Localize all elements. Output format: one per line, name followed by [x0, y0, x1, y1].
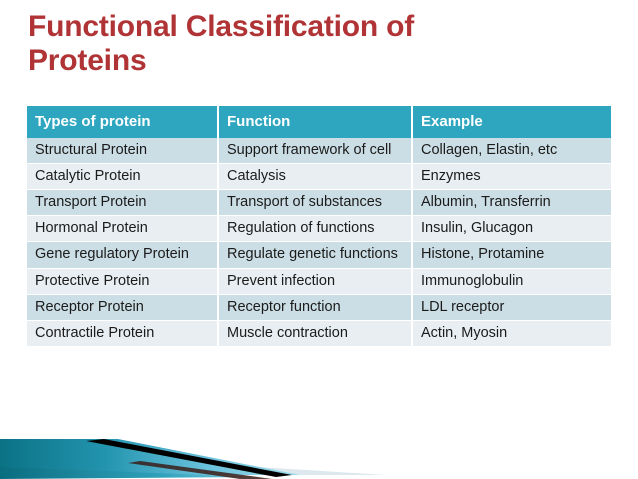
black-stripe-shape: [86, 439, 292, 477]
cell-function: Support framework of cell: [218, 138, 413, 165]
page-title: Functional Classification of Proteins: [28, 10, 415, 77]
cell-function: Regulate genetic functions: [218, 241, 413, 269]
table-header-row: Types of protein Function Example: [27, 106, 611, 138]
teal-wedge-shape: [0, 439, 300, 475]
cell-function: Catalysis: [218, 163, 413, 191]
cell-example: Insulin, Glucagon: [412, 215, 611, 243]
cell-type: Hormonal Protein: [27, 215, 219, 243]
cell-function: Prevent infection: [218, 268, 413, 295]
functional-classification-table: Types of protein Function Example Struct…: [27, 106, 611, 347]
column-header-types: Types of protein: [27, 106, 219, 138]
cell-example: Immunoglobulin: [412, 268, 611, 295]
table-row: Catalytic Protein Catalysis Enzymes: [27, 163, 611, 191]
cell-function: Muscle contraction: [218, 320, 413, 347]
cell-example: LDL receptor: [412, 294, 611, 321]
footer-decoration: [0, 431, 638, 479]
cell-type: Catalytic Protein: [27, 163, 219, 191]
column-header-example: Example: [412, 106, 611, 138]
cell-example: Enzymes: [412, 163, 611, 191]
cell-type: Transport Protein: [27, 189, 219, 217]
table-row: Transport Protein Transport of substance…: [27, 189, 611, 217]
dark-accent-shape: [128, 461, 272, 479]
table-row: Hormonal Protein Regulation of functions…: [27, 215, 611, 243]
table-row: Protective Protein Prevent infection Imm…: [27, 268, 611, 295]
table-row: Contractile Protein Muscle contraction A…: [27, 320, 611, 347]
cell-type: Gene regulatory Protein: [27, 241, 219, 269]
cell-function: Regulation of functions: [218, 215, 413, 243]
pale-wedge-shape: [0, 451, 386, 475]
cell-function: Receptor function: [218, 294, 413, 321]
cell-example: Collagen, Elastin, etc: [412, 138, 611, 165]
table-row: Gene regulatory Protein Regulate genetic…: [27, 241, 611, 269]
cell-example: Histone, Protamine: [412, 241, 611, 269]
teal-lower-band-shape: [0, 467, 262, 479]
cell-example: Albumin, Transferrin: [412, 189, 611, 217]
footer-wedge-graphic: [0, 439, 386, 479]
cell-type: Receptor Protein: [27, 294, 219, 321]
cell-type: Contractile Protein: [27, 320, 219, 347]
cell-type: Structural Protein: [27, 138, 219, 165]
cell-type: Protective Protein: [27, 268, 219, 295]
table-row: Structural Protein Support framework of …: [27, 138, 611, 165]
column-header-function: Function: [218, 106, 413, 138]
protein-table-container: Types of protein Function Example Struct…: [27, 106, 611, 347]
cell-example: Actin, Myosin: [412, 320, 611, 347]
table-row: Receptor Protein Receptor function LDL r…: [27, 294, 611, 321]
cell-function: Transport of substances: [218, 189, 413, 217]
